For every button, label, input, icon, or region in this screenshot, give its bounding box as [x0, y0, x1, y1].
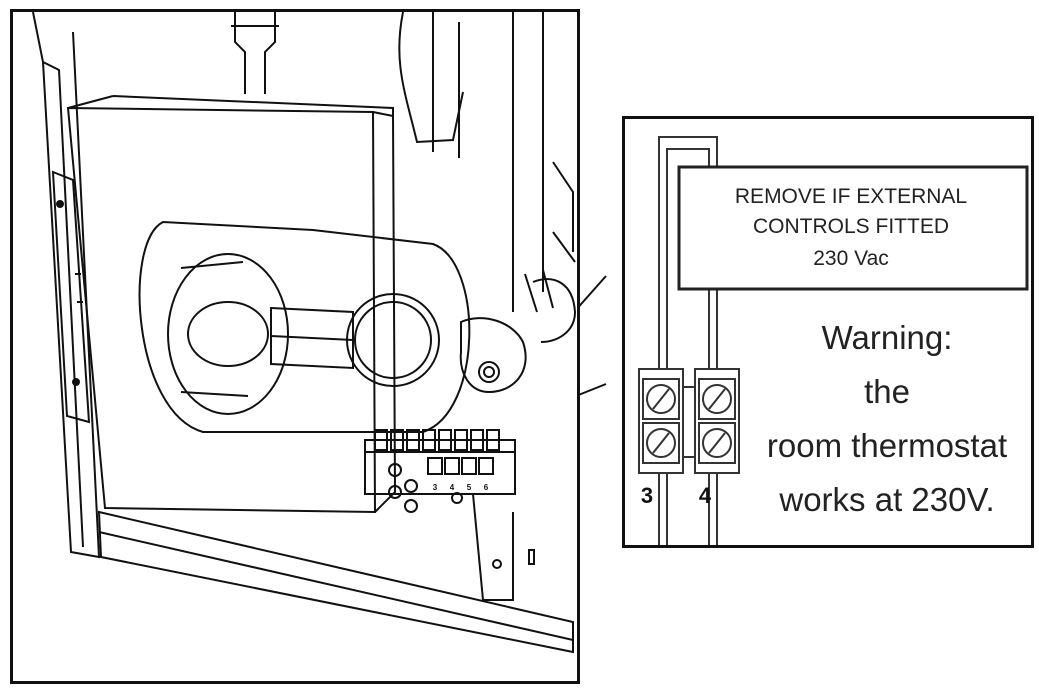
gas-fitting [459, 317, 527, 394]
terminal-number: 5 [467, 483, 472, 492]
remove-if-external-controls-label [677, 165, 1029, 291]
bridge-wire [658, 136, 718, 545]
boiler-illustration: 3 4 5 6 [10, 9, 580, 684]
warning-line-1: Warning: [822, 319, 953, 356]
terminal-right [694, 368, 740, 474]
label-line-3: 230 Vac [813, 247, 889, 270]
warning-line-3: room thermostat [767, 427, 1007, 464]
top-pipe [234, 12, 276, 94]
terminal-block-numbers: 3 4 5 6 [433, 483, 489, 492]
warning-line-4: works at 230V. [778, 481, 994, 518]
terminal-number: 4 [450, 483, 455, 492]
boiler-drawing: 3 4 5 6 [32, 12, 577, 654]
terminal-detail-callout: REMOVE IF EXTERNAL CONTROLS FITTED 230 V… [622, 116, 1034, 548]
warning-line-2: the [864, 373, 910, 410]
terminal-left [638, 368, 684, 474]
right-pipes [432, 12, 544, 312]
terminal-label-4: 4 [699, 483, 712, 508]
terminal-number: 6 [484, 483, 489, 492]
terminal-number: 3 [433, 483, 438, 492]
mounting-bracket [472, 493, 514, 601]
fan-inlet [167, 253, 289, 415]
label-line-1: REMOVE IF EXTERNAL [735, 185, 967, 208]
casing-left-panel [32, 12, 101, 559]
label-line-2: CONTROLS FITTED [753, 215, 949, 238]
fan-outlet [346, 293, 440, 387]
casing-bottom [97, 510, 574, 654]
terminal-label-3: 3 [641, 483, 653, 508]
terminal-screws [374, 429, 500, 475]
detail-drawing: REMOVE IF EXTERNAL CONTROLS FITTED 230 V… [638, 136, 1029, 545]
